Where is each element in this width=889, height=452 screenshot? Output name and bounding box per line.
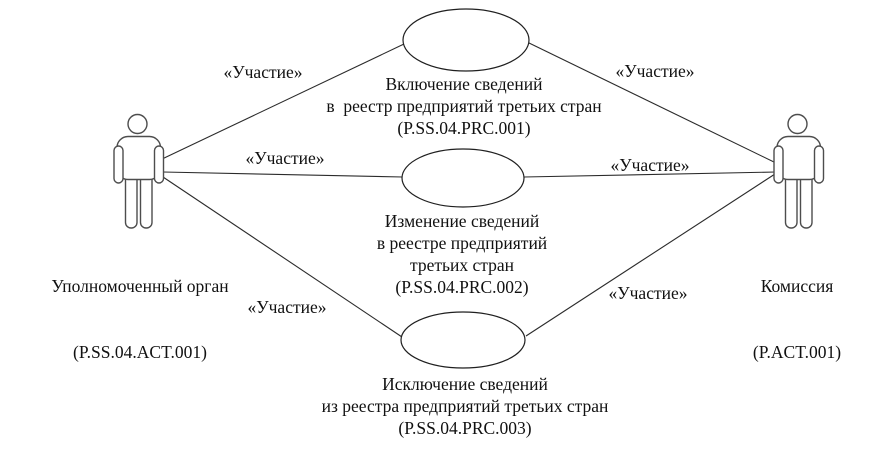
use-case-label-2: Изменение сведений в реестре предприятий…: [376, 211, 548, 297]
association-left-uc2: [162, 171, 404, 178]
actor-label-left: Уполномоченный орган (P.SS.04.ACT.001): [51, 231, 228, 407]
stereotype-right-uc3: «Участие»: [608, 283, 688, 303]
actor-figure-right: [773, 113, 825, 229]
stereotype-right-uc1: «Участие»: [615, 61, 695, 81]
use-case-ellipse-3: [400, 311, 526, 369]
association-left-uc3: [162, 176, 403, 338]
stereotype-left-uc2: «Участие»: [245, 148, 325, 168]
stereotype-left-uc3: «Участие»: [247, 297, 327, 317]
association-right-uc2: [523, 171, 777, 178]
stereotype-right-uc2: «Участие»: [610, 155, 690, 175]
actor-right-name: Комиссия: [760, 276, 834, 296]
use-case-label-1: Включение сведений в реестр предприятий …: [326, 74, 602, 138]
actor-label-right: Комиссия (P.ACT.001): [753, 231, 841, 407]
actor-figure-left: [113, 113, 165, 229]
actor-right-code: (P.ACT.001): [752, 342, 842, 362]
association-right-uc3: [525, 173, 776, 337]
association-right-uc1: [526, 41, 777, 164]
use-case-ellipse-1: [402, 8, 530, 72]
actor-left-code: (P.SS.04.ACT.001): [73, 342, 207, 362]
use-case-label-3: Исключение сведений из реестра предприят…: [321, 374, 609, 438]
use-case-ellipse-2: [401, 148, 525, 208]
actor-left-name: Уполномоченный орган: [51, 276, 229, 296]
association-left-uc1: [159, 43, 405, 161]
stereotype-left-uc1: «Участие»: [223, 62, 303, 82]
